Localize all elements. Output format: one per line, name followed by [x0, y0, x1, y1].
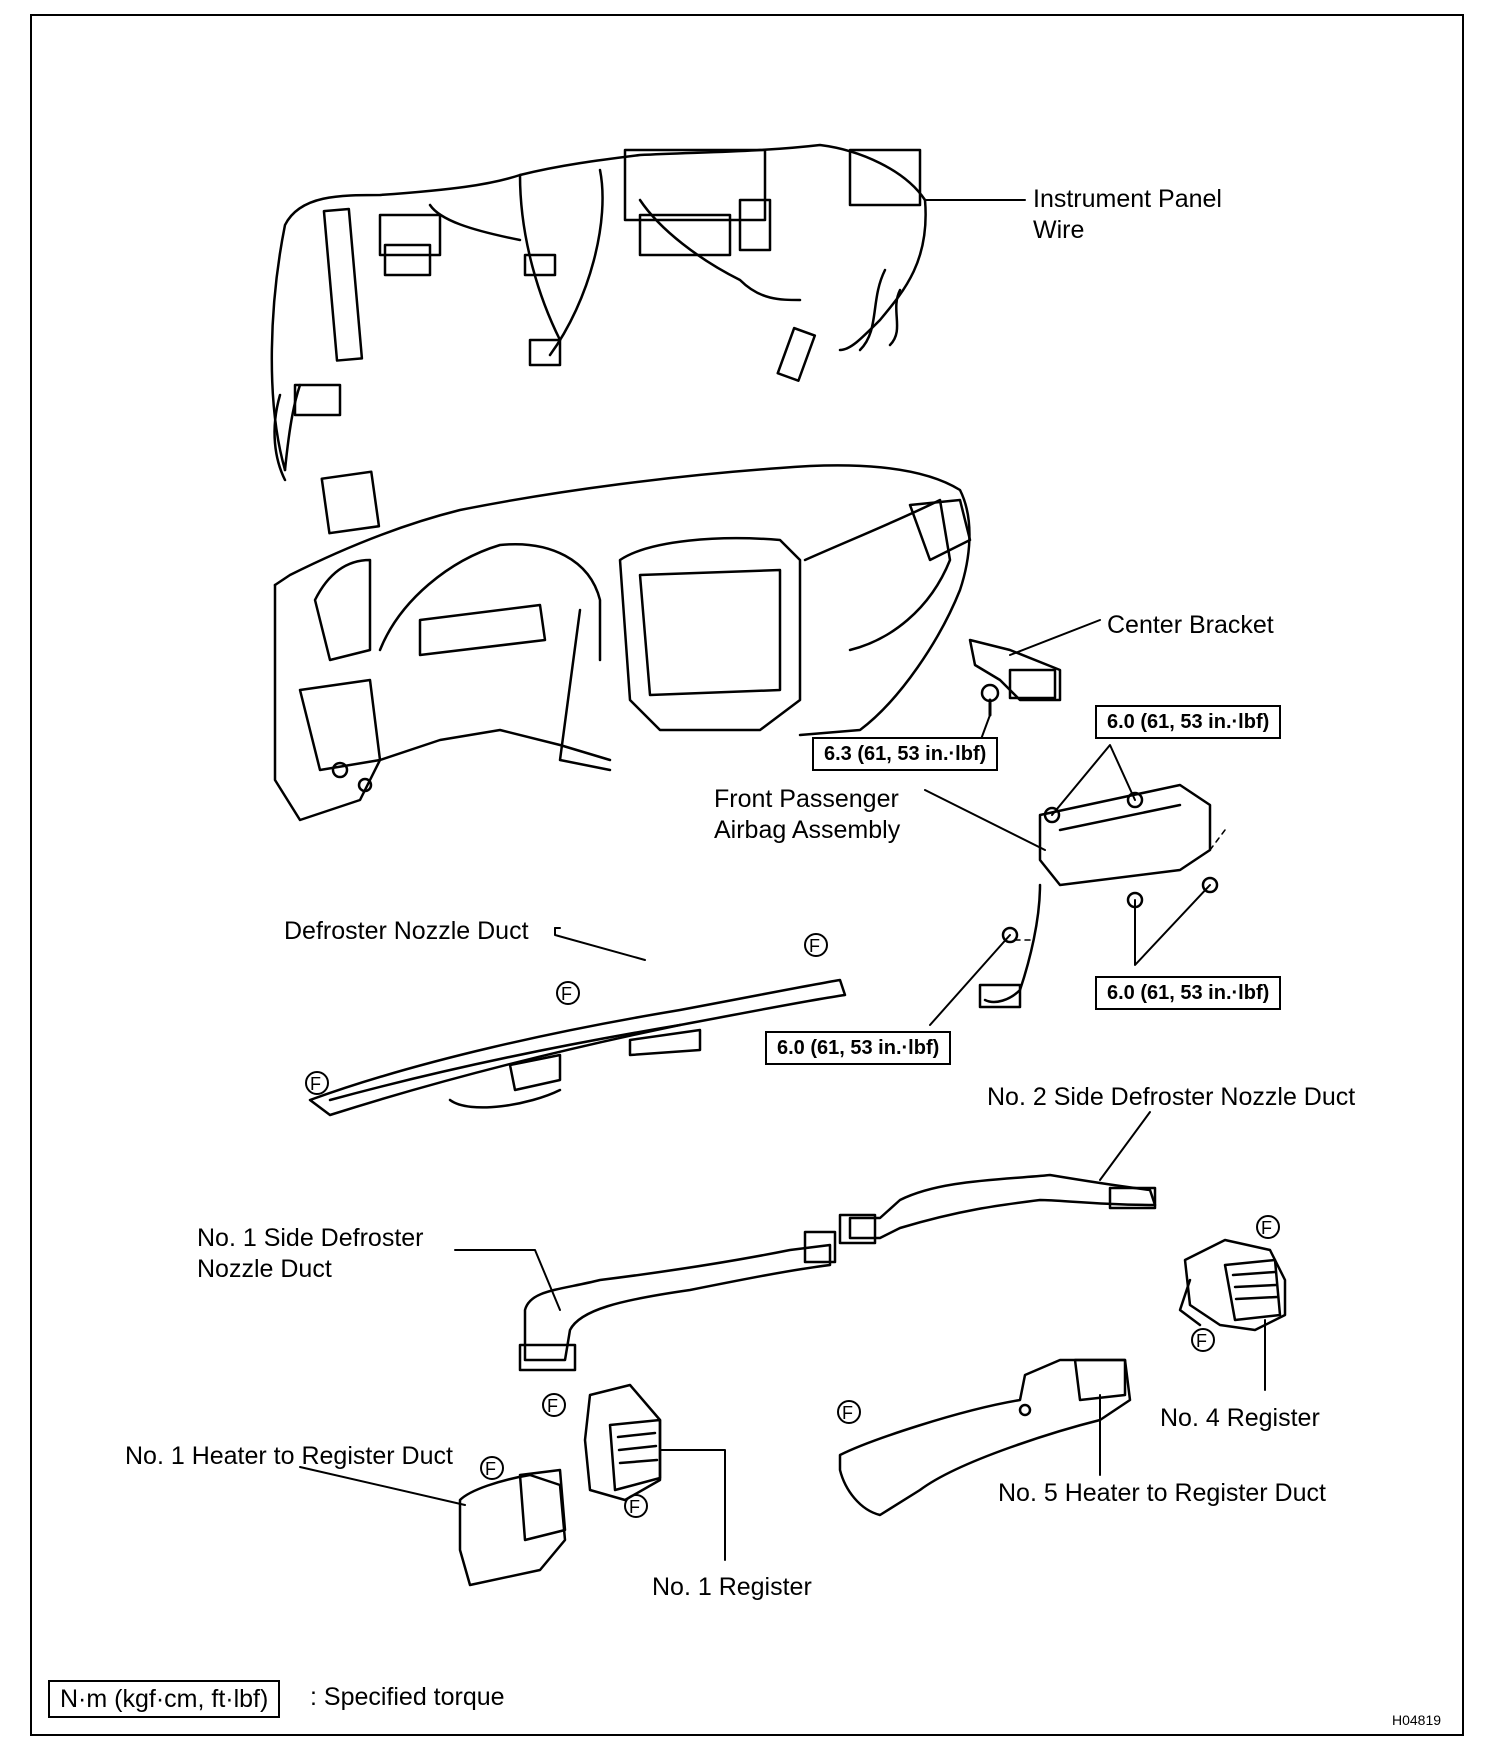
instrument-panel [273, 464, 972, 822]
label-front-passenger-airbag: Front Passenger Airbag Assembly [714, 785, 901, 844]
label-no4-register: No. 4 Register [1160, 1404, 1320, 1432]
label-center-bracket: Center Bracket [1107, 611, 1274, 639]
legend-unit-box: N·m (kgf·cm, ft·lbf) [48, 1680, 281, 1718]
clip-mark-f: F [1261, 1218, 1272, 1238]
label-no5-heater-duct: No. 5 Heater to Register Duct [998, 1479, 1326, 1507]
label-no1-heater-duct: No. 1 Heater to Register Duct [125, 1442, 453, 1470]
clip-mark-f: F [547, 1396, 558, 1416]
torque-center-bracket-bolt: 6.3 (61, 53 in.·lbf) [812, 737, 999, 771]
torque-airbag-upper: 6.0 (61, 53 in.·lbf) [1095, 705, 1282, 739]
no2-side-defroster-duct [838, 1111, 1157, 1245]
no1-side-defroster-duct [454, 1230, 837, 1372]
instrument-panel-wire-harness [270, 143, 927, 535]
clip-mark-f: F [1196, 1331, 1207, 1351]
clip-mark-f: F [842, 1403, 853, 1423]
no5-heater-duct [838, 1358, 1132, 1517]
center-bracket [968, 619, 1101, 743]
label-no1-register: No. 1 Register [652, 1573, 812, 1601]
front-passenger-airbag [924, 744, 1226, 1026]
clip-mark-f: F [809, 936, 820, 956]
clip-mark-f: F [310, 1074, 321, 1094]
no1-register [583, 1383, 726, 1561]
clip-marks [305, 933, 1280, 1518]
clip-mark-f: F [629, 1497, 640, 1517]
figure-frame [30, 14, 1464, 1736]
clip-mark-f: F [561, 984, 572, 1004]
defroster-nozzle-duct [308, 927, 847, 1117]
figure-code: H04819 [1392, 1712, 1442, 1728]
clip-mark-f: F [485, 1459, 496, 1479]
torque-airbag-left: 6.0 (61, 53 in.·lbf) [765, 1031, 952, 1065]
label-no2-side-defroster: No. 2 Side Defroster Nozzle Duct [987, 1083, 1356, 1111]
no4-register [1178, 1238, 1287, 1391]
legend-description: : Specified torque [310, 1683, 505, 1711]
torque-airbag-lower: 6.0 (61, 53 in.·lbf) [1095, 976, 1282, 1010]
no1-heater-duct [299, 1466, 567, 1587]
label-instrument-panel-wire: Instrument Panel Wire [1033, 185, 1222, 244]
label-no1-side-defroster: No. 1 Side Defroster Nozzle Duct [197, 1224, 424, 1283]
label-defroster-nozzle-duct: Defroster Nozzle Duct [284, 917, 529, 945]
